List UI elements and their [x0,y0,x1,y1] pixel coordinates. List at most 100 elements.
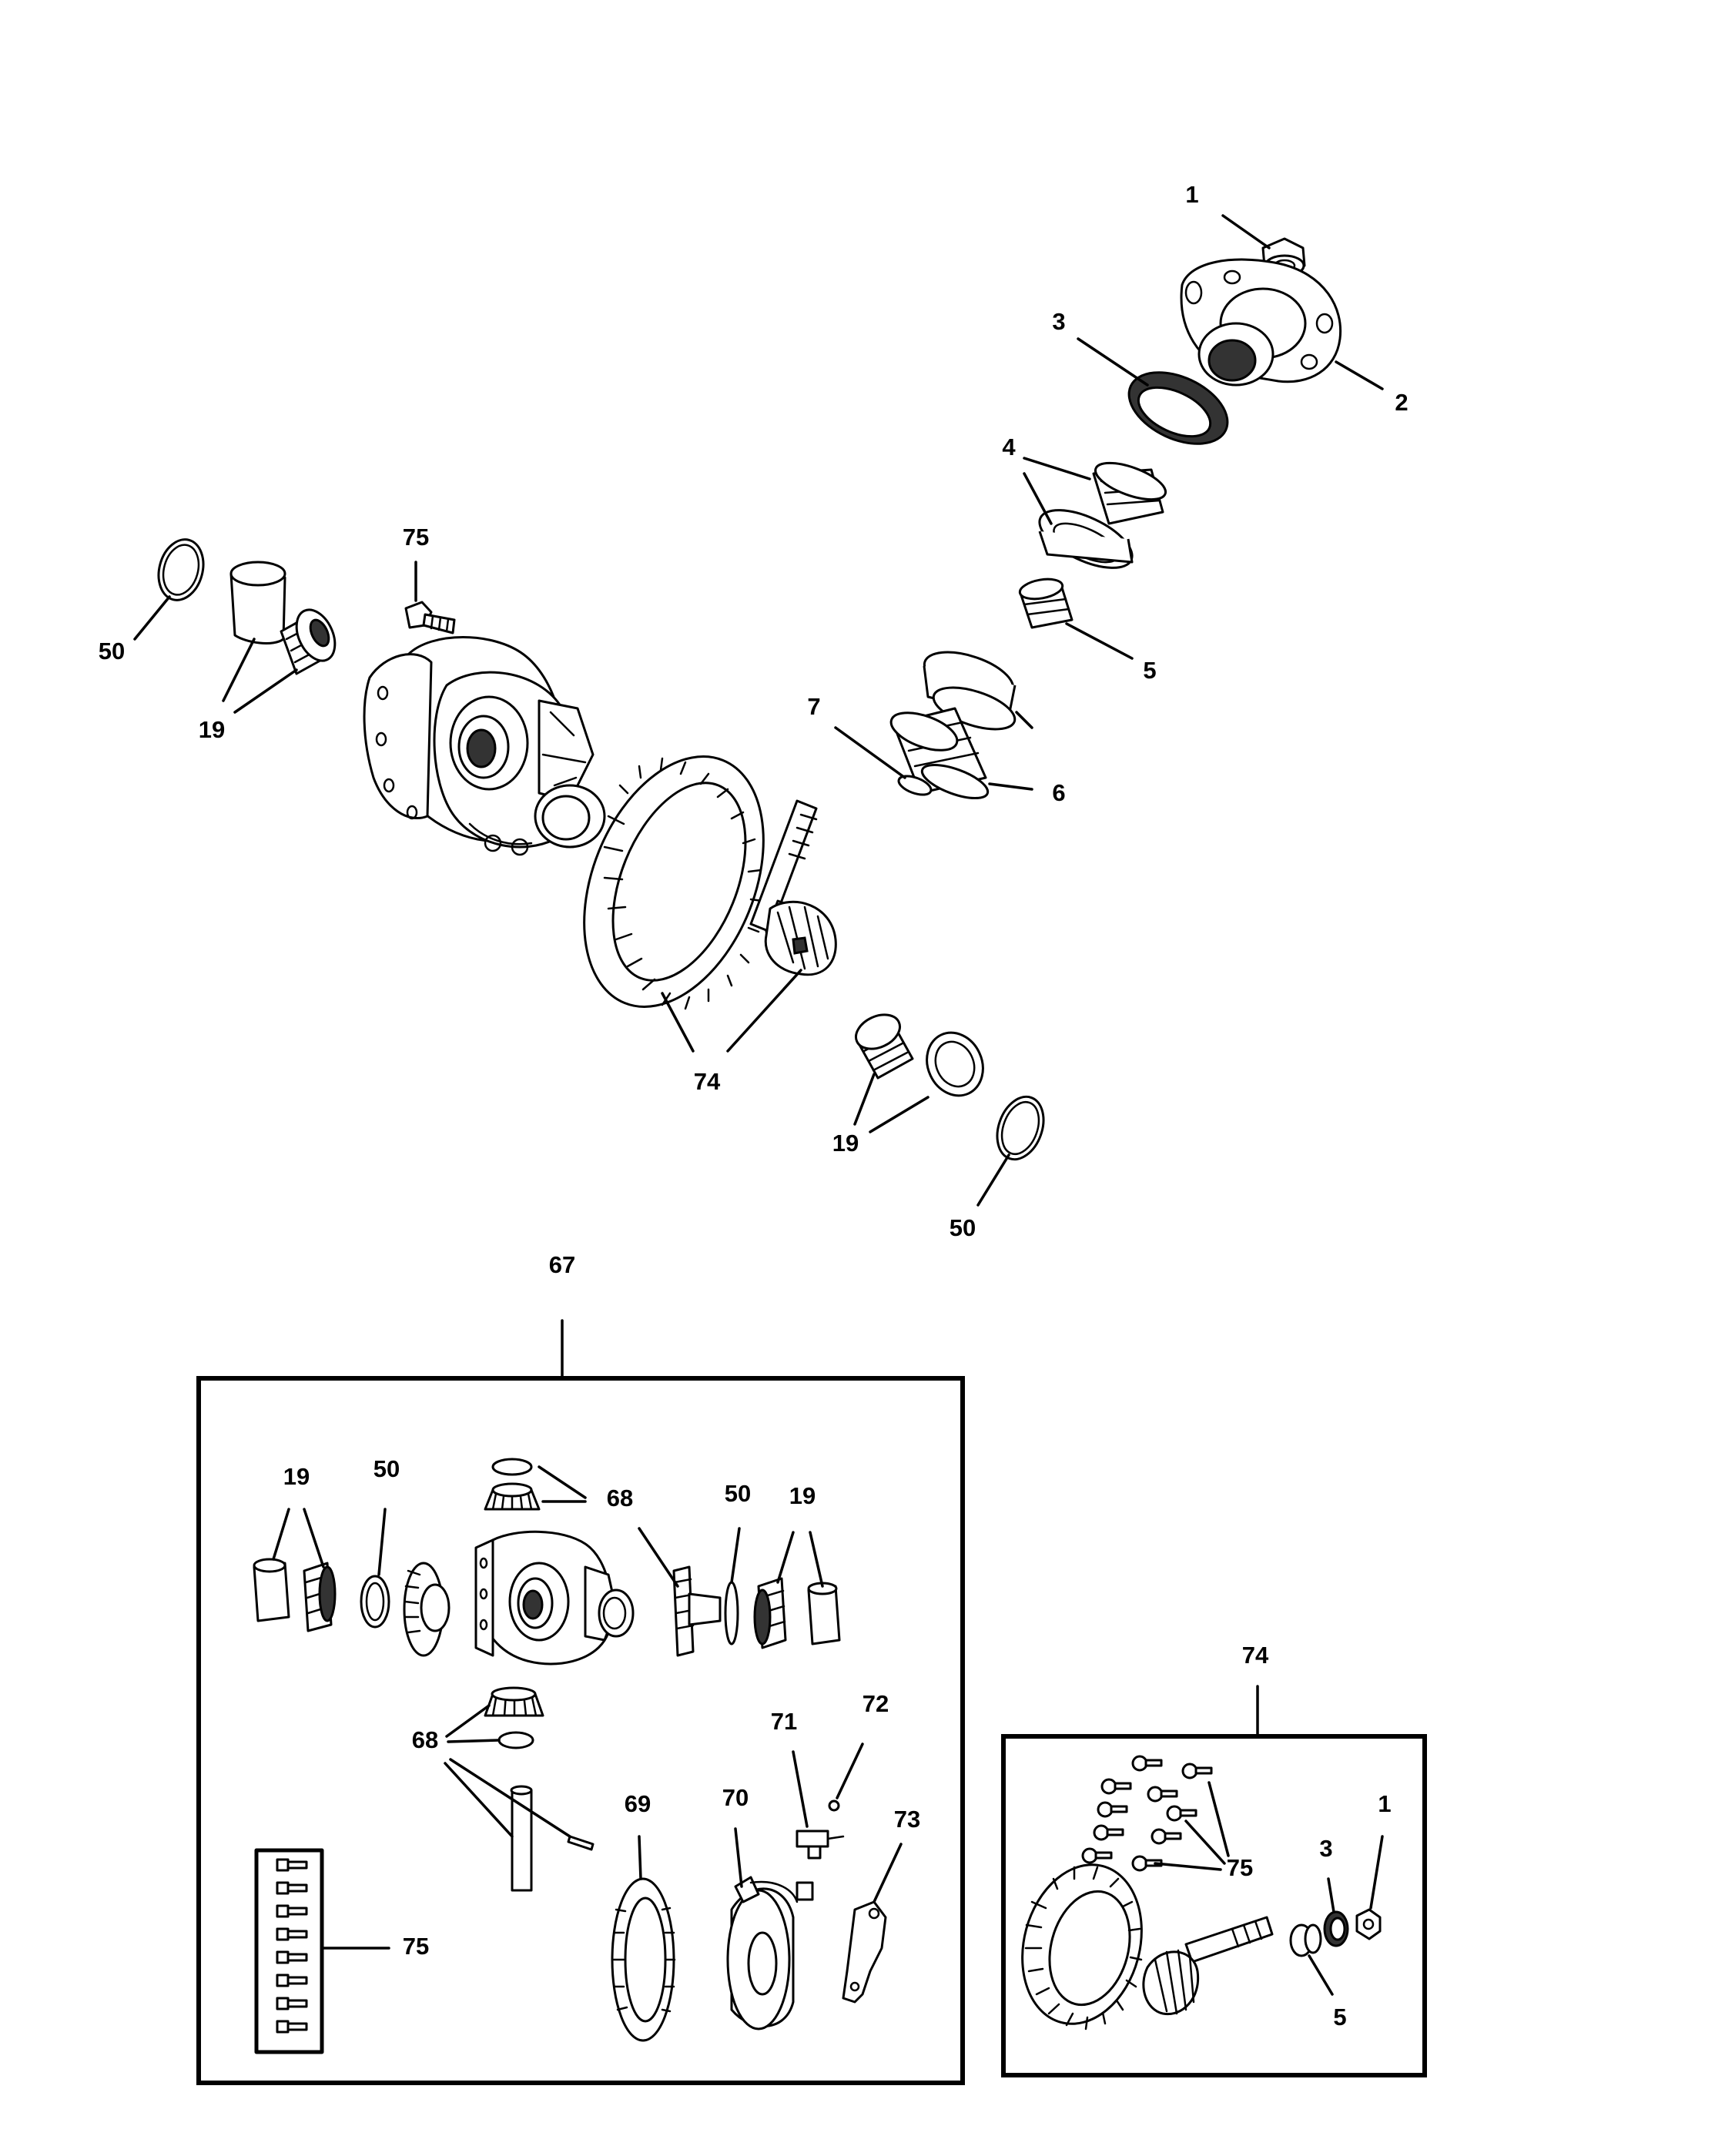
kit67-part-19-left [253,1558,337,1632]
part-6-inner-bearing [889,651,1017,800]
kit67-differential-case [474,1530,635,1666]
part-74-ring-and-pinion [583,755,837,1010]
callout-69: 69 [625,1790,651,1817]
kit67-part-19-right [753,1577,841,1649]
kit67-side-gear-left [403,1562,451,1657]
kit67-cross-shaft [510,1785,595,1892]
leader-1-kit [1369,1835,1384,1910]
callout-1-top: 1 [1185,181,1198,208]
callout-2-top: 2 [1395,389,1408,416]
kit-67-box [196,1376,965,2085]
callout-50-kit-left: 50 [373,1455,400,1482]
callout-5-top: 5 [1143,657,1156,684]
callout-67: 67 [549,1251,575,1278]
kit-74-box [1001,1734,1427,2077]
leader-19a-kit-l [272,1508,290,1561]
kit67-part-70-locker [726,1876,814,2030]
leader-75b-kit [1184,1820,1226,1865]
part-50-snap-ring-left [157,538,205,601]
part-4-pinion-bearing [1038,461,1167,569]
leader-19b-kit-r [809,1531,824,1588]
leader-68c-kit [638,1527,679,1588]
leader-71 [792,1750,809,1828]
callout-50-low: 50 [950,1214,976,1241]
leader-19b-left [233,668,298,714]
kit67-pinion-gear-bottom [484,1686,544,1749]
leader-3-kit [1327,1877,1335,1913]
callout-74-kit: 74 [1242,1642,1269,1669]
kit74-part-5-spacer [1289,1923,1322,1957]
kit67-part-71-sensor [796,1830,845,1860]
callout-1-kit: 1 [1378,1790,1391,1817]
leader-70 [734,1827,743,1888]
leader-5-top [1065,622,1134,660]
leader-5-kit [1308,1954,1334,1996]
leader-19a-low [853,1073,876,1126]
kit74-part-3-seal [1323,1910,1349,1947]
leader-68a-kit [538,1465,587,1499]
kit67-bolt-set [276,1858,308,2034]
leader-19a-left [222,638,256,702]
callout-7: 7 [807,693,820,720]
part-2-companion-flange [1180,258,1342,387]
leader-4b-top [1023,472,1053,525]
leader-19a-kit-r [776,1531,795,1584]
leader-75a-kit [1208,1781,1230,1857]
part-7-shim [897,775,933,796]
callout-19-left: 19 [199,716,225,743]
leader-68g-kit [449,1758,571,1838]
callout-74-main: 74 [694,1068,721,1095]
leader-68d-kit [445,1704,491,1738]
kit67-side-gear-right [672,1565,722,1657]
kit74-ring-and-pinion [1021,1863,1274,2030]
callout-4-top: 4 [1002,434,1016,460]
callout-75-box: 75 [403,1933,429,1960]
leader-3-top [1077,337,1149,387]
leader-2-top [1335,360,1384,390]
differential-case [363,636,606,856]
leader-4a-top [1023,457,1091,480]
part-50-snap-ring-low [996,1095,1045,1161]
callout-73: 73 [894,1806,920,1833]
callout-71: 71 [771,1708,797,1735]
leader-73 [873,1843,903,1903]
callout-75-top: 75 [403,524,429,551]
kit67-part-73-bracket [842,1900,887,2004]
leader-68e-kit [447,1739,501,1743]
leader-50-kit-r [730,1527,741,1584]
callout-72: 72 [862,1690,889,1717]
part-5-crush-spacer [1018,578,1074,629]
callout-5-kit: 5 [1333,2004,1346,2030]
leader-7 [834,726,906,779]
part-19-bearing-low [855,1013,984,1097]
callout-19-kit-left: 19 [283,1463,310,1490]
leader-50-low [976,1153,1010,1207]
leader-6b [988,782,1033,791]
part-3-seal [1127,371,1229,445]
leader-19b-low [869,1096,929,1133]
leader-6a [1015,711,1033,729]
leader-68f-kit [444,1762,514,1838]
callout-19-kit-right: 19 [789,1482,816,1509]
callout-68-kit-top: 68 [607,1485,633,1512]
callout-3-kit: 3 [1319,1835,1332,1862]
callout-70: 70 [722,1784,749,1811]
callout-50-kit-right: 50 [725,1480,751,1507]
kit67-part-72-screw [828,1799,840,1812]
leader-74b-main [726,969,802,1053]
kit67-part-69-tone-ring [611,1877,676,2042]
kit74-part-1-nut [1355,1908,1382,1940]
leader-50-left [133,595,171,641]
leader-75c-kit [1154,1862,1222,1871]
kit67-part-50-right [724,1581,739,1645]
kit67-part-50-left [360,1575,390,1629]
kit67-pinion-gear-top [484,1458,541,1511]
leader-74a-main [661,992,695,1053]
leader-50-kit-l [377,1508,387,1576]
leader-1-top [1221,214,1271,249]
callout-19-low: 19 [832,1130,859,1157]
kit74-bolt-set [1081,1755,1213,1872]
callout-68-kit-bottom: 68 [412,1726,438,1753]
callout-3-top: 3 [1052,308,1065,335]
